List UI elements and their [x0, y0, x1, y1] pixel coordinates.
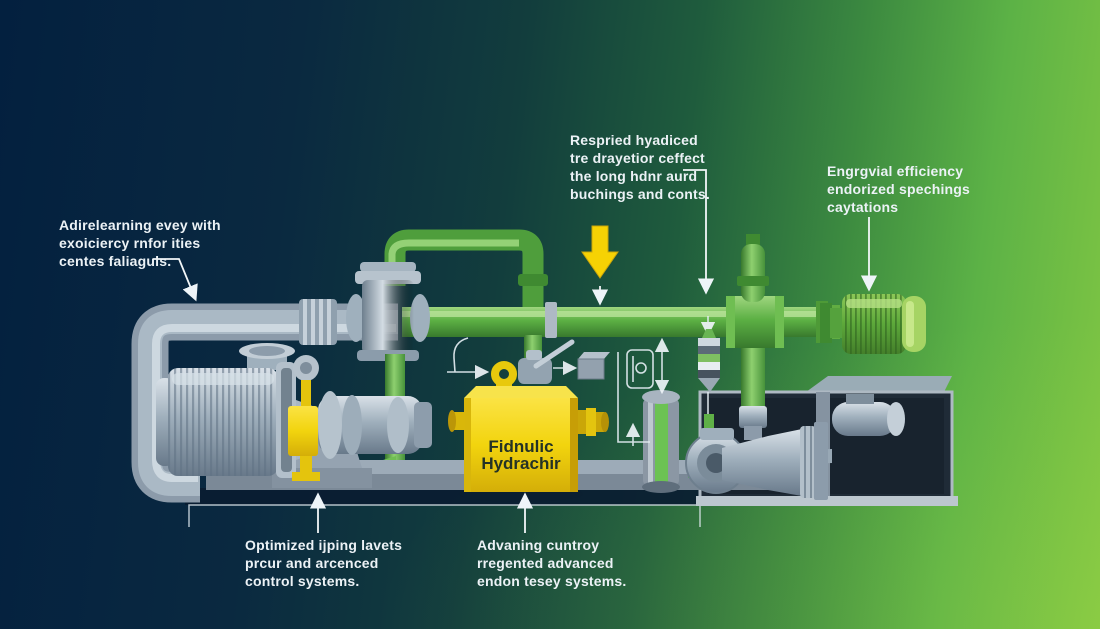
- tank-top-valve: [518, 335, 575, 384]
- green-motor-fins: [842, 294, 906, 354]
- callout-top-middle: Respried hyadiced tre drayetior ceffect …: [570, 132, 710, 202]
- main-green-pipe: [402, 296, 840, 348]
- schematic-filled-symbols: [577, 329, 720, 428]
- hydraulic-tank: [448, 335, 609, 502]
- leader-line-top-left: [153, 258, 198, 302]
- yellow-down-arrow-icon: [581, 225, 619, 279]
- reducer-fitting: [739, 406, 767, 428]
- mini-tank-symbol: [626, 349, 654, 389]
- tank-port-right: [578, 408, 609, 436]
- callout-bottom-left: Optimized ijping lavets prcur and arcenc…: [245, 537, 403, 589]
- leader-line-top-middle: [683, 169, 715, 295]
- tank-port-left: [448, 410, 465, 432]
- green-motor: [820, 294, 926, 354]
- yellow-coupling: [288, 355, 320, 481]
- callout-top-right: Engrgvial efficiency endorized spechings…: [827, 163, 971, 215]
- sight-glass-cylinder: [642, 390, 680, 493]
- pump-assembly-right: [685, 422, 828, 500]
- tank-label: Fidnulic Hydrachir: [481, 437, 561, 473]
- pipe-coupling: [299, 299, 337, 345]
- vertical-green-pipe: [737, 234, 769, 440]
- filter-housing: [346, 262, 430, 361]
- small-green-valve: [704, 414, 714, 428]
- callout-top-left: Adirelearning evey with exoiciercy rnfor…: [59, 217, 221, 269]
- expansion-horn: [722, 429, 802, 496]
- base-outline: [188, 504, 701, 527]
- capsule-filter: [698, 329, 720, 392]
- pipe-flange-plate: [545, 302, 557, 338]
- pipe-junction-block: [726, 296, 784, 348]
- hose-symbol: [453, 337, 469, 373]
- reservoir-internal-pump: [832, 394, 905, 436]
- schematic-overlay: [447, 316, 716, 446]
- lifting-lug: [491, 361, 517, 387]
- green-arch-pipe: [384, 229, 548, 316]
- callout-bottom-middle: Advaning cuntroy rregented advanced endo…: [477, 537, 627, 589]
- valve-handle: [533, 339, 575, 369]
- pump-left: [318, 391, 432, 459]
- solenoid-box: [577, 352, 610, 380]
- motor-fins: [168, 368, 278, 476]
- silver-pipe-loop: [131, 299, 398, 503]
- base-shadow: [185, 488, 703, 527]
- callout-lines: [153, 169, 878, 533]
